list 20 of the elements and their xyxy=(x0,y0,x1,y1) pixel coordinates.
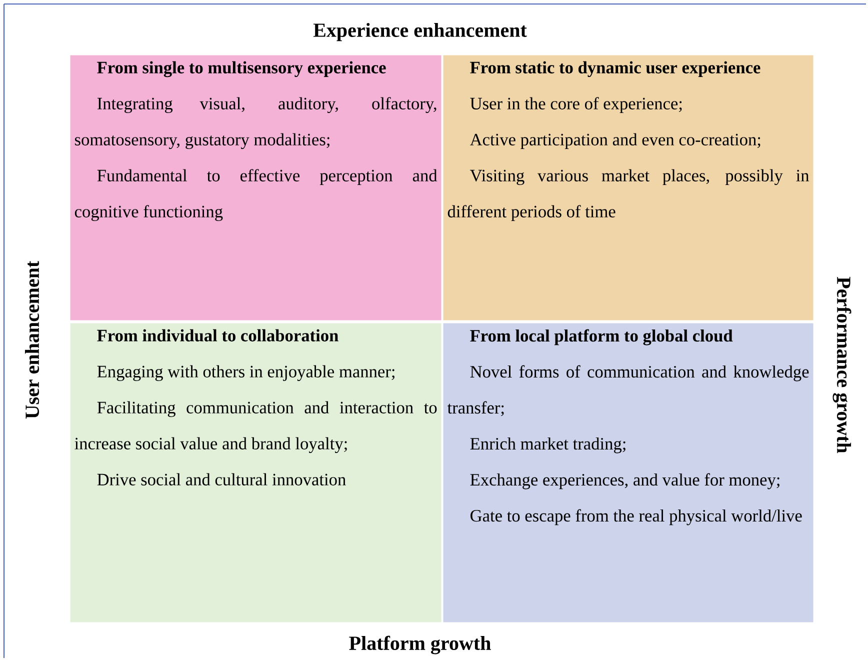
heading: From static to dynamic user experience xyxy=(470,61,760,78)
axis-label: User enhancement xyxy=(24,260,40,419)
bullet-text: Engaging with others in enjoyable manner; xyxy=(97,365,394,382)
bullet-text: Fundamental to effective perception and cognitive functioning xyxy=(74,169,438,222)
axis-label: Platform growth xyxy=(349,636,491,654)
bullet-text: User in the core of experience; xyxy=(470,97,682,113)
bullet-text: Novel forms of communication and knowledge transfer; xyxy=(447,365,809,416)
bullet-text: Integrating visual, auditory, olfactory, somatosensory, gustatory modalities; xyxy=(74,97,436,150)
bullet-text: Active participation and even co-creation; xyxy=(470,133,760,149)
bullet-text: Exchange experiences, and value for money; xyxy=(470,473,780,490)
bullet-text: Visiting various market places, possibly in different periods of time xyxy=(448,169,810,221)
heading: From single to multisensory experience xyxy=(97,61,386,78)
bullet-text: Drive social and cultural innovation xyxy=(97,473,346,486)
bullet-text: Facilitating communication and interaction to increase social value and brand loyalty; xyxy=(74,401,437,454)
bullet-text: Enrich market trading; xyxy=(470,437,626,454)
axis-label: Performance growth xyxy=(832,276,852,454)
axis-label: Experience enhancement xyxy=(313,22,527,42)
heading: From individual to collaboration xyxy=(97,329,338,342)
heading: From local platform to global cloud xyxy=(470,329,733,346)
bullet-text: Gate to escape from the real physical world/live xyxy=(470,509,802,526)
